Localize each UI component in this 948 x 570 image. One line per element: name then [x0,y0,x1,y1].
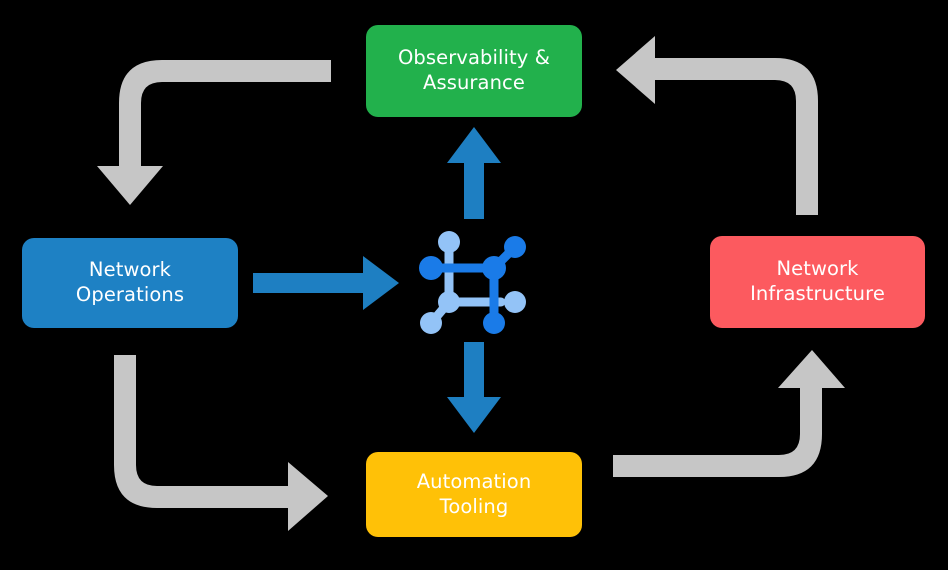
node-network-operations[interactable]: Network Operations [22,238,238,328]
blue-arrow-center-to-automation [447,342,501,433]
blue-arrow-operations-to-center [253,256,399,310]
node-label-network-infrastructure: Network Infrastructure [750,257,885,305]
grey-arrow-automation-to-infrastructure [613,350,845,477]
grey-arrow-observability-to-operations [97,60,331,205]
node-label-network-operations: Network Operations [75,258,185,306]
grey-arrow-infrastructure-to-observability [616,36,818,215]
blue-arrow-center-to-observability [447,127,501,219]
node-network-infrastructure[interactable]: Network Infrastructure [710,236,925,328]
node-label-observability: Observability & Assurance [397,46,551,94]
node-observability-assurance[interactable]: Observability & Assurance [366,25,582,117]
node-label-automation-tooling: Automation Tooling [416,469,532,518]
node-automation-tooling[interactable]: Automation Tooling [366,452,582,537]
grey-arrow-operations-to-automation [114,355,328,531]
network-topology-icon [418,220,536,338]
